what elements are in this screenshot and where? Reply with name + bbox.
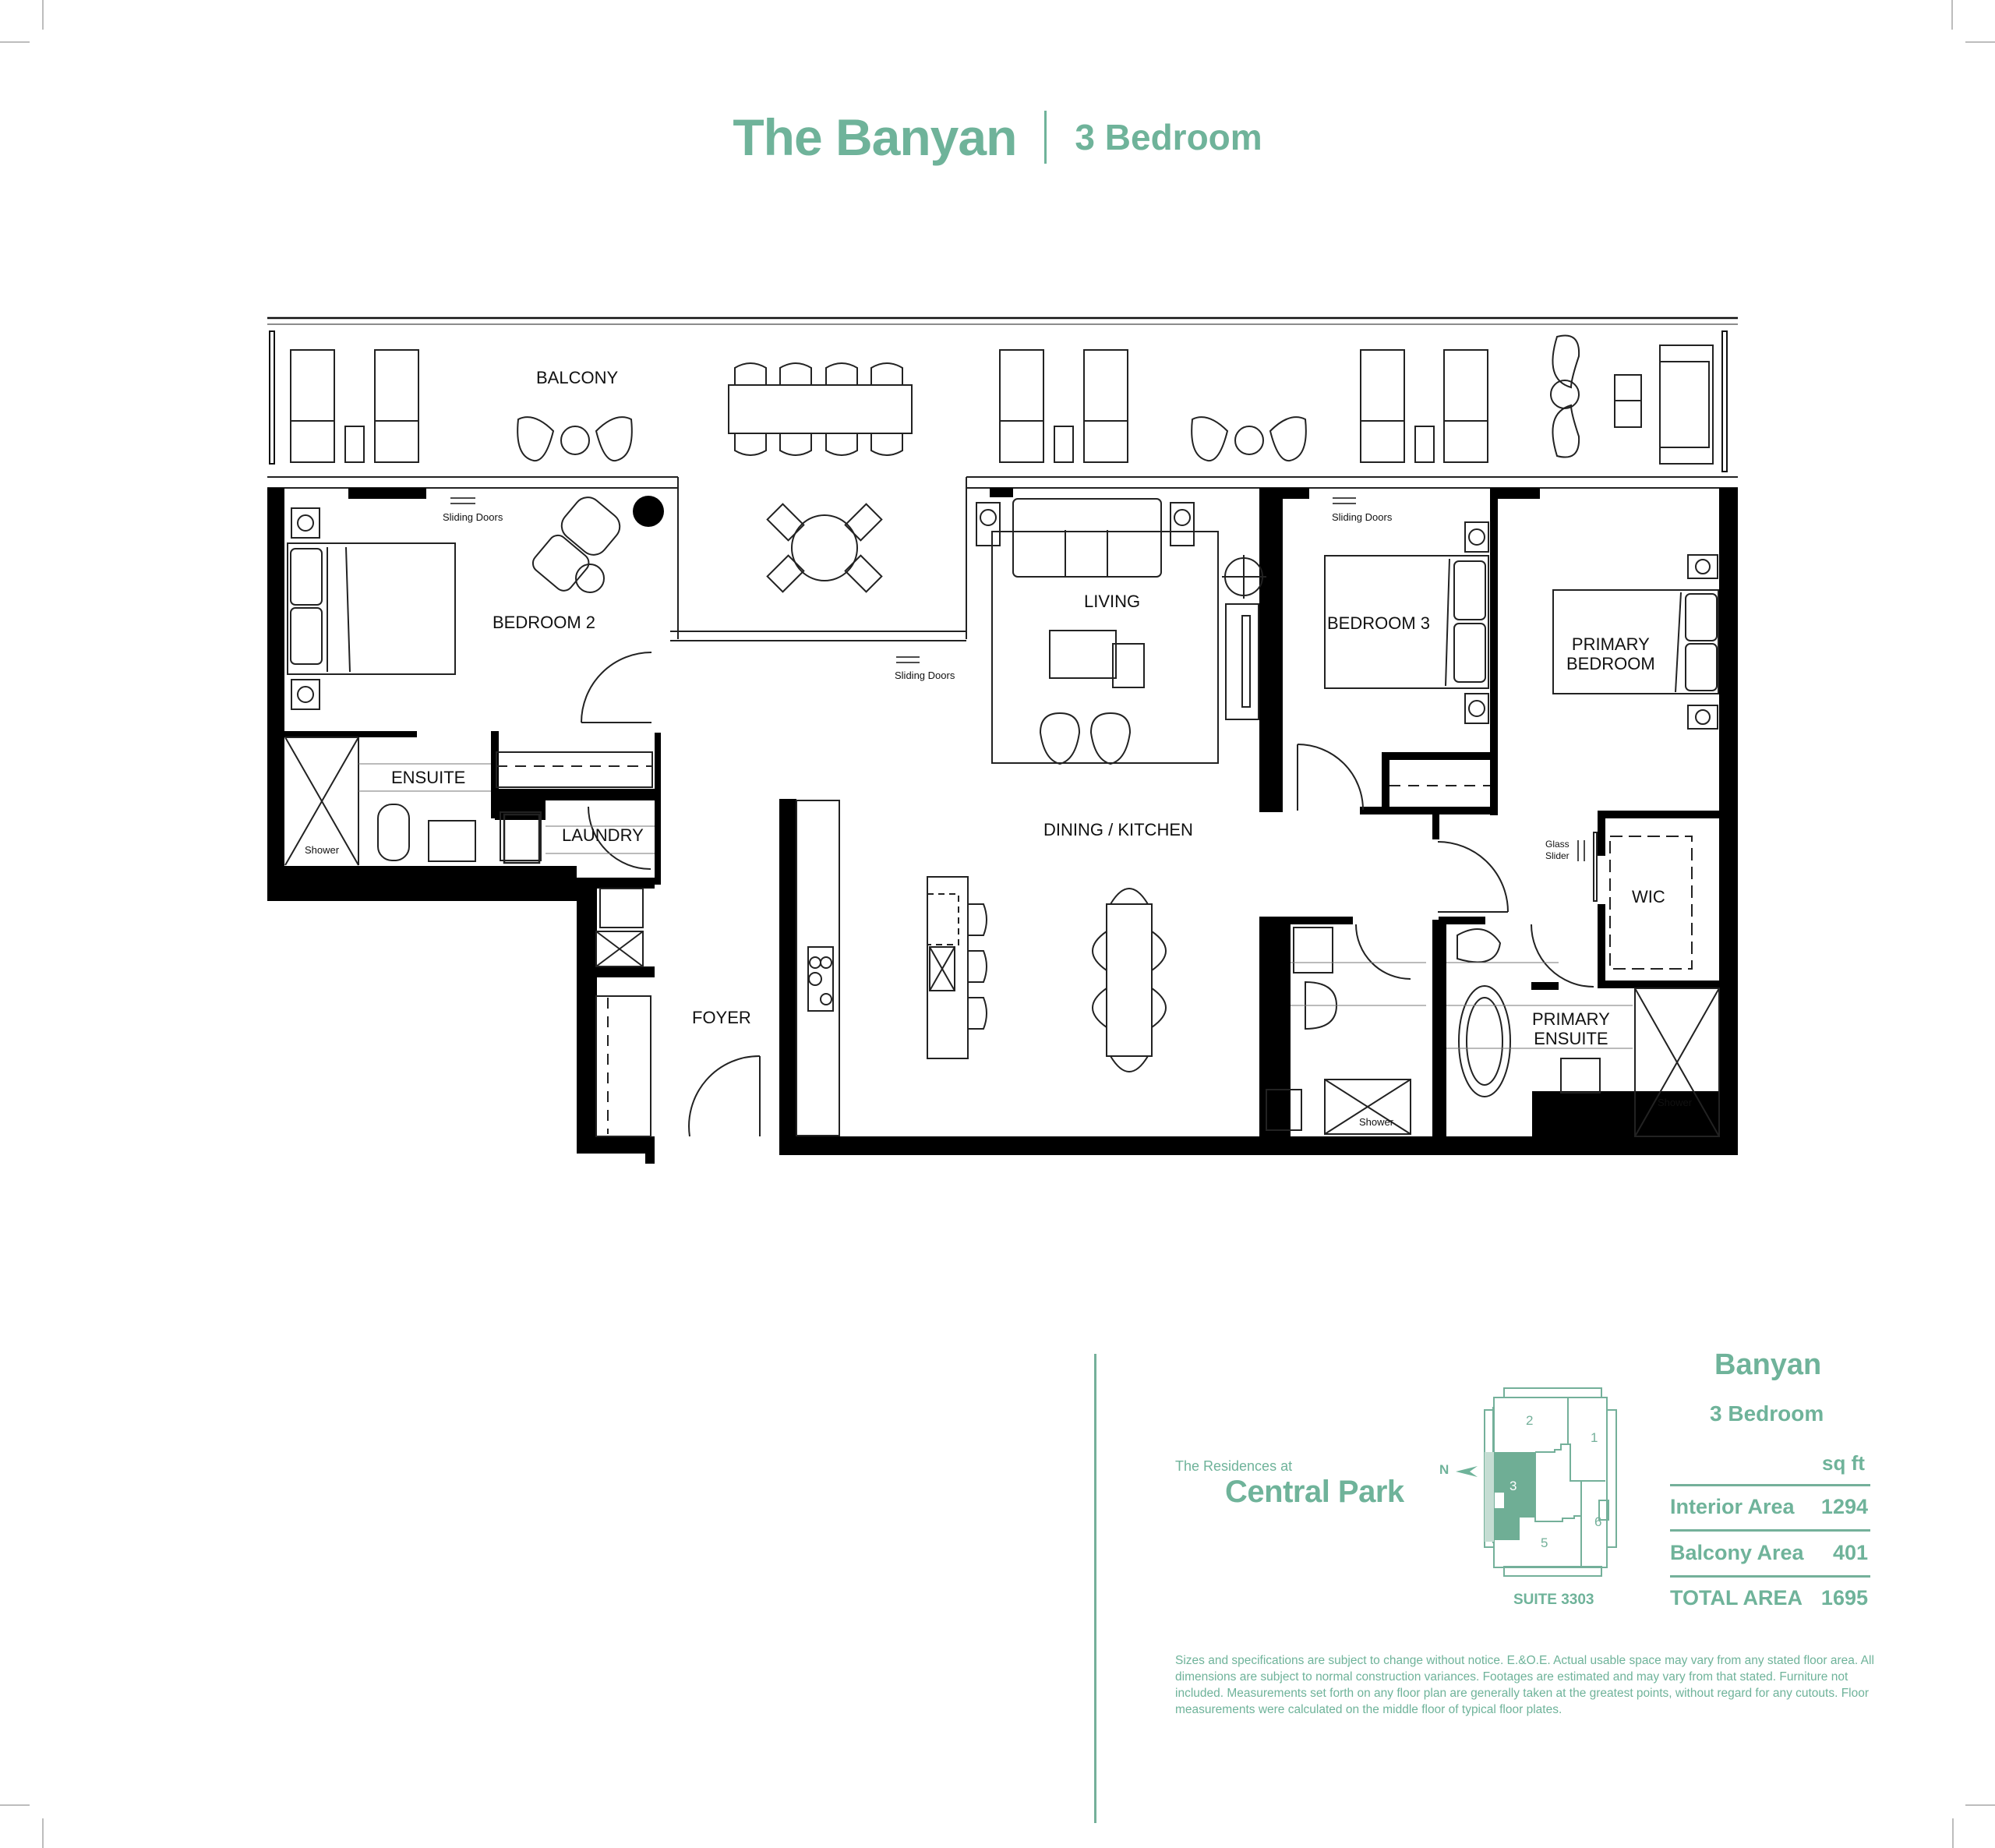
area-row-interior: Interior Area 1294 <box>1670 1495 1868 1519</box>
plan-type: 3 Bedroom <box>1075 117 1262 157</box>
crop-mark <box>0 1804 30 1806</box>
area-row-total: TOTAL AREA 1695 <box>1670 1586 1868 1610</box>
room-label-living: LIVING <box>1084 592 1141 611</box>
area-label: Interior Area <box>1670 1495 1795 1518</box>
brand-name: Central Park <box>1225 1475 1404 1509</box>
shower-note: Shower <box>305 844 340 856</box>
shower-note: Shower <box>1359 1116 1394 1128</box>
crop-mark <box>1952 1818 1954 1848</box>
plan-name: The Banyan <box>733 108 1017 166</box>
room-label-foyer: FOYER <box>692 1008 751 1027</box>
room-label-ensuite: ENSUITE <box>391 768 466 787</box>
area-divider <box>1670 1529 1870 1532</box>
key-plate: 2 1 3 6 5 <box>1484 1387 1617 1577</box>
primary-bedroom-line2: BEDROOM <box>1566 654 1655 673</box>
crop-mark <box>1965 1804 1995 1806</box>
primary-ensuite-line2: ENSUITE <box>1534 1029 1608 1048</box>
room-label-bedroom-3: BEDROOM 3 <box>1327 613 1431 633</box>
room-label-laundry: LAUNDRY <box>562 825 644 845</box>
area-value: 401 <box>1832 1541 1868 1564</box>
crop-mark <box>42 0 44 30</box>
sliding-doors-note: Sliding Doors <box>443 511 503 523</box>
unit-name: Banyan <box>1714 1348 1822 1381</box>
north-arrow-icon <box>1456 1466 1478 1477</box>
room-label-bedroom-2: BEDROOM 2 <box>493 613 596 632</box>
title-divider <box>1044 111 1047 164</box>
area-value: 1294 <box>1820 1495 1868 1518</box>
area-divider <box>1670 1484 1870 1486</box>
area-label: Balcony Area <box>1670 1541 1804 1564</box>
unit-2: 2 <box>1526 1413 1533 1428</box>
unit-6: 6 <box>1594 1514 1601 1529</box>
disclaimer-text: Sizes and specifications are subject to … <box>1175 1654 1874 1716</box>
glass-slider-note: Glass Slider <box>1545 839 1570 861</box>
unit-5: 5 <box>1541 1535 1548 1550</box>
room-label-wic: WIC <box>1632 887 1665 906</box>
crop-mark <box>42 1818 44 1848</box>
page-title: The Banyan 3 Bedroom <box>0 108 1995 167</box>
room-label-dining-kitchen: DINING / KITCHEN <box>1043 820 1193 839</box>
sliding-doors-note: Sliding Doors <box>895 670 955 681</box>
unit-3: 3 <box>1509 1479 1517 1493</box>
area-label: TOTAL AREA <box>1670 1586 1803 1609</box>
room-label-primary-ensuite: PRIMARY ENSUITE <box>1532 1009 1610 1048</box>
sliding-doors-note: Sliding Doors <box>1332 511 1393 523</box>
area-divider <box>1670 1575 1870 1578</box>
room-label-primary-bedroom: PRIMARY BEDROOM <box>1566 634 1655 673</box>
floor-plan <box>267 316 1738 1164</box>
area-value: 1695 <box>1820 1586 1868 1609</box>
room-label-balcony: BALCONY <box>536 368 619 387</box>
crop-mark <box>1951 0 1953 30</box>
suite-label: SUITE 3303 <box>1513 1592 1594 1608</box>
north-label: N <box>1439 1462 1449 1477</box>
brand-prefix: The Residences at <box>1175 1458 1293 1474</box>
units-heading: sq ft <box>1822 1451 1865 1475</box>
crop-mark <box>0 41 30 43</box>
primary-ensuite-line1: PRIMARY <box>1532 1009 1610 1029</box>
area-row-balcony: Balcony Area 401 <box>1670 1541 1868 1565</box>
crop-mark <box>1965 41 1995 43</box>
primary-bedroom-line1: PRIMARY <box>1571 634 1650 654</box>
unit-type: 3 Bedroom <box>1710 1401 1824 1426</box>
info-divider <box>1094 1354 1096 1823</box>
unit-1: 1 <box>1591 1430 1598 1445</box>
shower-note: Shower <box>1658 1097 1693 1108</box>
